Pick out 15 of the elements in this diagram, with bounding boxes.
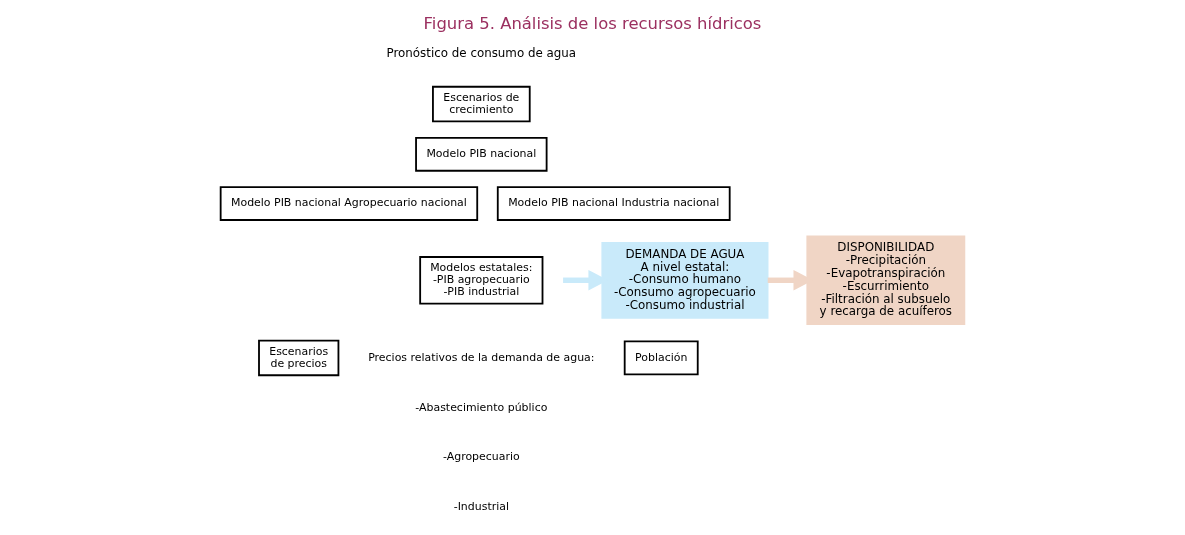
node-box: Modelo PIB nacional xyxy=(415,136,548,172)
node-box: Modelo PIB nacional Industria nacional xyxy=(496,186,731,221)
node-box: Modelos estatales: -PIB agropecuario -PIB industrial xyxy=(419,256,544,305)
diagram-title: Figura 5. Análisis de los recursos hídricos xyxy=(423,13,762,33)
label: Pronóstico de consumo de agua xyxy=(386,45,577,60)
node-box: Población xyxy=(623,340,699,376)
node-box: DISPONIBILIDAD -Precipitación -Evapotranspiración -Escurrimiento -Filtración al subsuelo y recarga de acuíferos xyxy=(806,235,966,326)
label: -Agropecuario xyxy=(443,450,520,464)
node-box: Modelo PIB nacional Agropecuario nacional xyxy=(219,186,479,221)
node-box: Escenarios de crecimiento xyxy=(432,85,531,123)
label: -Industrial xyxy=(453,499,509,513)
node-box: Escenarios de precios xyxy=(258,339,340,377)
label: Precios relativos de la demanda de agua: xyxy=(368,350,595,364)
node-box: DEMANDA DE AGUA A nivel estatal: -Consumo humano -Consumo agropecuario -Consumo industrial xyxy=(601,241,769,319)
label: -Abastecimiento público xyxy=(415,400,548,414)
